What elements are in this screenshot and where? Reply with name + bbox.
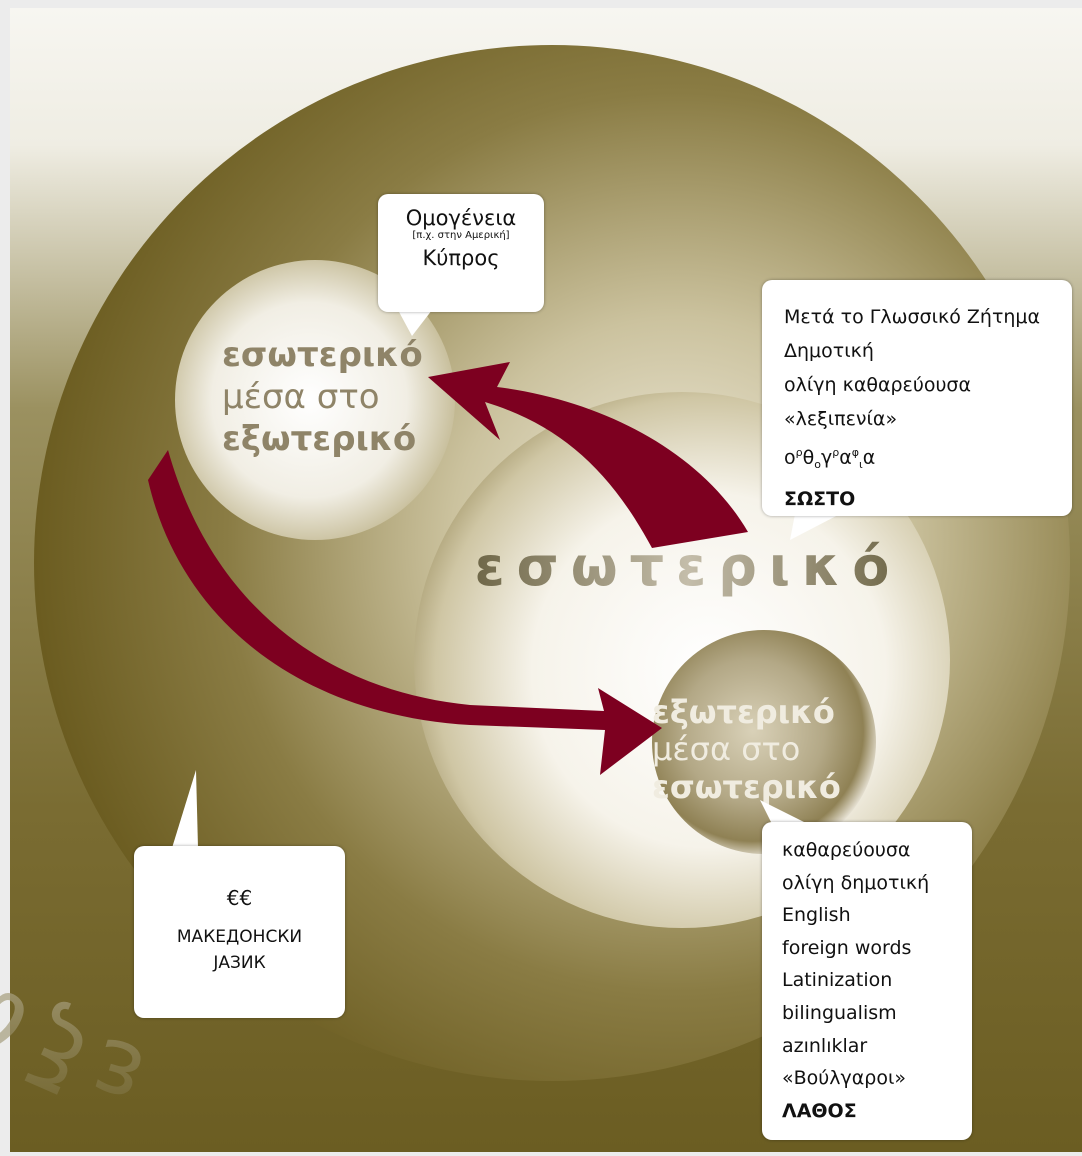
correct-verdict: ΣΩΣΤΟ [784,488,856,511]
bubble-diaspora: Ομογένεια [π.χ. στην Αμερική] Κύπρος [378,194,544,312]
top-circle-line-3: εξωτερικό [222,419,416,459]
macedonian-line-2: ЈАЗИК [213,953,266,973]
macedonian-line-1: МАКЕДОНСКИ [176,927,303,947]
correct-line-1: Μετά το Γλωσσικό Ζήτημα [784,306,1041,328]
top-circle-line-1: εσωτερικό [222,335,423,375]
wrong-line-7: azınlıklar [782,1034,868,1057]
bottom-circle-line-1: εξωτερικό [652,693,835,731]
wrong-line-4: foreign words [782,936,912,959]
diaspora-line-2: [π.χ. στην Αμερική] [412,230,510,241]
wrong-line-5: Latinization [782,969,893,992]
wrong-line-2: ολίγη δημοτική [782,871,930,894]
wrong-line-8: «Βούλγαροι» [782,1067,907,1090]
wrong-verdict: ΛΑΘΟΣ [782,1099,857,1122]
top-circle-line-2: μέσα στο [222,377,380,417]
diaspora-line-1: Ομογένεια [405,206,517,230]
bottom-circle-line-3: εσωτερικό [652,768,841,806]
bottom-circle-line-2: μέσα στο [652,730,800,768]
diaspora-line-3: Κύπρος [422,246,500,270]
top-circle [175,260,455,540]
wrong-line-3: English [782,904,851,927]
bottom-circle [652,630,876,854]
wrong-line-6: bilingualism [782,1001,897,1024]
inner-circle-label: εσωτερικό [475,535,902,598]
euro-symbols: €€ [226,886,253,910]
bubble-correct: Μετά το Γλωσσικό Ζήτημα Δημοτική ολίγη κ… [762,280,1072,516]
wrong-line-1: καθαρεύουσα [782,839,911,861]
correct-line-3: ολίγη καθαρεύουσα [784,374,972,396]
correct-line-2: Δημοτική [784,340,874,362]
correct-orthography: ορθογραφια [784,446,876,472]
bubble-macedonian: €€ МАКЕДОНСКИ ЈАЗИК [134,846,345,1018]
arrow-to-diaspora [428,362,748,548]
correct-line-4: «λεξιπενία» [784,408,898,430]
arrow-to-minorities [148,450,662,775]
bubble-wrong: καθαρεύουσα ολίγη δημοτική English forei… [762,822,972,1140]
